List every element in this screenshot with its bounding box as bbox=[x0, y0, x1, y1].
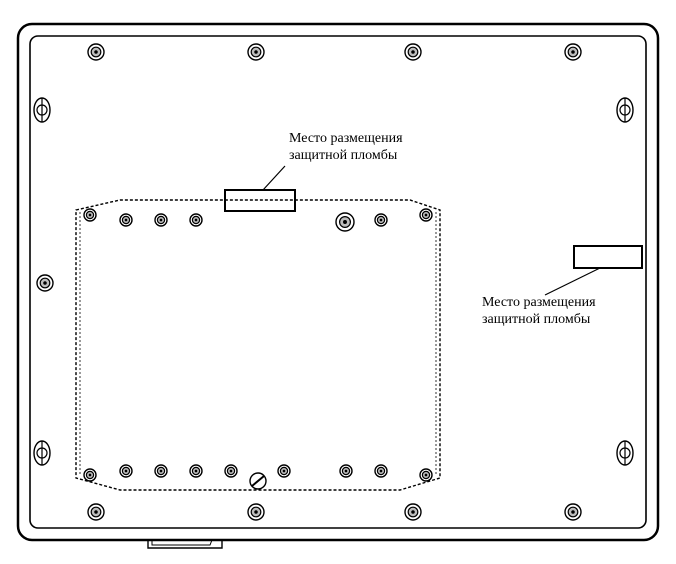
frame-screw-icon bbox=[564, 43, 582, 61]
cover-screw-icon bbox=[119, 464, 133, 478]
inner-housing-edge bbox=[29, 35, 647, 529]
leader-line-top bbox=[262, 165, 286, 191]
bottom-connector-tab-inner bbox=[151, 539, 213, 546]
cover-screw-icon bbox=[224, 464, 238, 478]
frame-screw-icon bbox=[404, 503, 422, 521]
cover-screw-icon bbox=[277, 464, 291, 478]
frame-screw-icon bbox=[564, 503, 582, 521]
mount-point-icon bbox=[616, 440, 634, 466]
seal-callout-top-line1: Место размещения bbox=[289, 131, 403, 146]
cover-screw-icon bbox=[154, 464, 168, 478]
seal-location-box-top bbox=[224, 189, 296, 212]
cover-screw-icon bbox=[189, 213, 203, 227]
seal-callout-right-line1: Место размещения bbox=[482, 295, 596, 310]
seal-callout-right-line2: защитной пломбы bbox=[482, 312, 591, 327]
seal-location-box-right bbox=[573, 245, 643, 269]
seal-callout-top-line2: защитной пломбы bbox=[289, 148, 398, 163]
screws-group bbox=[33, 43, 634, 521]
frame-screw-icon bbox=[247, 43, 265, 61]
cover-screw-icon bbox=[374, 213, 388, 227]
cover-plate bbox=[75, 199, 441, 491]
slotted-screw-icon bbox=[249, 472, 267, 490]
frame-screw-icon bbox=[87, 503, 105, 521]
leader-line-right bbox=[544, 267, 601, 296]
cover-screw-large-icon bbox=[335, 212, 355, 232]
cover-screw-icon bbox=[419, 208, 433, 222]
seal-callout-top: Место размещения защитной пломбы bbox=[289, 130, 403, 164]
cover-screw-icon bbox=[83, 208, 97, 222]
bottom-connector-tab bbox=[147, 540, 223, 549]
cover-screw-icon bbox=[83, 468, 97, 482]
cover-screw-icon bbox=[119, 213, 133, 227]
frame-screw-icon bbox=[36, 274, 54, 292]
frame-screw-icon bbox=[404, 43, 422, 61]
cover-screw-icon bbox=[419, 468, 433, 482]
frame-screw-icon bbox=[87, 43, 105, 61]
cover-screw-icon bbox=[339, 464, 353, 478]
seal-callout-right: Место размещения защитной пломбы bbox=[482, 294, 596, 328]
mount-point-icon bbox=[616, 97, 634, 123]
cover-screw-icon bbox=[189, 464, 203, 478]
cover-screw-icon bbox=[154, 213, 168, 227]
cover-screw-icon bbox=[374, 464, 388, 478]
frame-screw-icon bbox=[247, 503, 265, 521]
outer-housing bbox=[16, 22, 660, 542]
mount-point-icon bbox=[33, 440, 51, 466]
mount-point-icon bbox=[33, 97, 51, 123]
